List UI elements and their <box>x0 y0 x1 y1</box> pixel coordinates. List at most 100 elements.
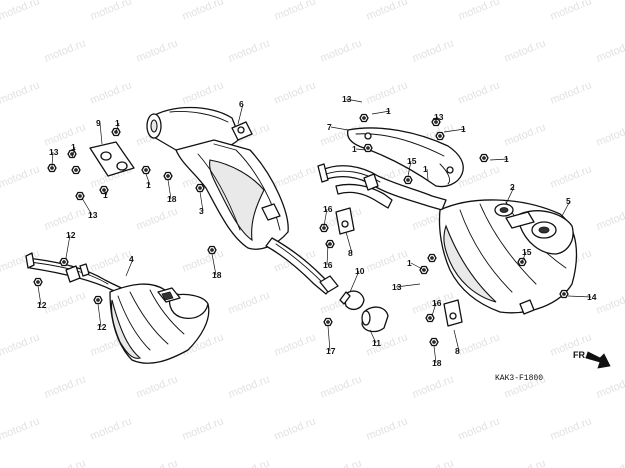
leader-line <box>561 200 571 217</box>
watermark-text: motod.ru <box>595 121 625 148</box>
front-arrow-icon <box>585 351 611 369</box>
leader-line <box>65 234 71 259</box>
bolt-center <box>322 226 326 230</box>
bolt-center <box>328 242 332 246</box>
leader-line <box>433 116 439 121</box>
leader-line <box>345 231 353 254</box>
watermark-text: motod.ru <box>0 79 41 106</box>
callout-number: 13 <box>342 94 352 104</box>
leader-line <box>115 122 120 133</box>
leader-line <box>37 285 42 306</box>
bolt-center <box>482 156 486 160</box>
bolt-center <box>78 194 82 198</box>
callout-number: 8 <box>455 346 460 356</box>
bolt-center <box>428 316 432 320</box>
direction-label: FR. <box>573 350 588 360</box>
bolt-center <box>198 186 202 190</box>
leader-line <box>355 148 367 151</box>
bolt-center <box>62 260 66 264</box>
watermark-text: motod.ru <box>595 205 625 232</box>
callout-number: 1 <box>352 144 357 154</box>
bolt-center <box>74 168 78 172</box>
watermark-text: motod.ru <box>273 0 318 23</box>
callout-number: 6 <box>239 99 244 109</box>
watermark-text: motod.ru <box>273 331 318 358</box>
watermark-text: motod.ru <box>549 415 594 442</box>
watermark-text: motod.ru <box>457 79 502 106</box>
callout-number: 1 <box>71 142 76 152</box>
watermark-text: motod.ru <box>595 457 625 468</box>
watermark-text: motod.ru <box>43 121 88 148</box>
callout-number: 10 <box>355 266 365 276</box>
leader-line <box>199 191 204 212</box>
watermark-text: motod.ru <box>43 289 88 316</box>
watermark-text: motod.ru <box>0 0 41 23</box>
callout-number: 1 <box>407 258 412 268</box>
bolt-center <box>562 292 566 296</box>
callout-number: 15 <box>522 247 532 257</box>
callout-number: 12 <box>66 230 76 240</box>
watermark-text: motod.ru <box>549 163 594 190</box>
leader-line <box>167 179 172 200</box>
bolt-center <box>362 116 366 120</box>
callout-number: 2 <box>510 182 515 192</box>
callout-number: 18 <box>167 194 177 204</box>
callout-number: 17 <box>326 346 336 356</box>
callout-number: 9 <box>96 118 101 128</box>
leader-line <box>443 128 466 133</box>
watermark-text: motod.ru <box>0 163 41 190</box>
leader-line <box>453 329 460 352</box>
watermark-text: motod.ru <box>365 247 410 274</box>
watermark-text: motod.ru <box>135 373 180 400</box>
watermark-text: motod.ru <box>181 415 226 442</box>
leader-line <box>326 243 329 266</box>
watermark-text: motod.ru <box>89 247 134 274</box>
leader-line <box>103 189 108 196</box>
bolt-center <box>326 320 330 324</box>
leader-line <box>345 98 363 103</box>
watermark-text: motod.ru <box>135 457 180 468</box>
watermark-text: motod.ru <box>549 0 594 23</box>
leader-line <box>125 258 134 277</box>
callout-number: 7 <box>327 122 332 132</box>
leader-line <box>505 186 515 205</box>
bolt-center <box>166 174 170 178</box>
watermark-text: motod.ru <box>227 457 272 468</box>
bolt-center <box>144 168 148 172</box>
callout-number: 18 <box>212 270 222 280</box>
leader-line <box>521 251 527 263</box>
watermark-text: motod.ru <box>89 0 134 23</box>
callout-number: 13 <box>434 112 444 122</box>
callout-number: 12 <box>97 322 107 332</box>
bolt-center <box>438 134 442 138</box>
leader-line <box>81 197 93 216</box>
watermark-text: motod.ru <box>227 37 272 64</box>
callout-number: 1 <box>461 124 466 134</box>
watermark-text: motod.ru <box>503 37 548 64</box>
watermark-text: motod.ru <box>0 331 41 358</box>
watermark-text: motod.ru <box>503 121 548 148</box>
leader-line <box>369 329 377 344</box>
watermark-text: motod.ru <box>319 37 364 64</box>
callout-number: 1 <box>386 106 391 116</box>
leader-line <box>395 283 421 288</box>
callout-number: 16 <box>323 260 333 270</box>
watermark-text: motod.ru <box>273 79 318 106</box>
leader-line <box>71 146 76 159</box>
callout-number: 3 <box>199 206 204 216</box>
watermark-text: motod.ru <box>457 331 502 358</box>
callout-number: 1 <box>423 164 428 174</box>
callout-number: 1 <box>146 180 151 190</box>
callout-number: 4 <box>129 254 134 264</box>
watermark-text: motod.ru <box>457 0 502 23</box>
watermark-text: motod.ru <box>0 415 41 442</box>
watermark-text: motod.ru <box>273 415 318 442</box>
leader-line <box>410 262 425 271</box>
callout-number: 1 <box>504 154 509 164</box>
leader-line <box>145 173 151 186</box>
left-muffler-assembly <box>25 252 210 364</box>
right-muffler-assembly <box>317 163 578 315</box>
watermark-text: motod.ru <box>365 415 410 442</box>
